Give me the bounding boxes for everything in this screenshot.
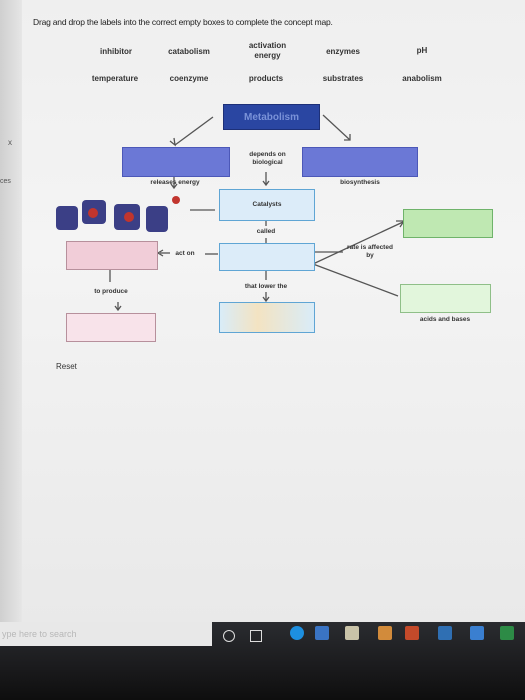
taskbar-search[interactable]: ype here to search [0, 622, 212, 646]
biosynthesis-text: biosynthesis [340, 179, 380, 186]
label-catabolism[interactable]: catabolism [168, 47, 210, 56]
rate-affected-text: rate is affected by [347, 244, 393, 259]
label-temperature[interactable]: temperature [91, 74, 139, 83]
left-strip-text-1: x [8, 138, 12, 147]
label-enzymes[interactable]: enzymes [326, 47, 360, 56]
drop-box-right-green-top[interactable] [403, 209, 493, 238]
to-produce-text: to produce [94, 288, 128, 295]
act-on-text: act on [175, 250, 195, 257]
file-explorer-icon[interactable] [345, 626, 359, 640]
task-view-icon[interactable] [250, 630, 262, 642]
cortana-icon[interactable] [223, 630, 235, 642]
taskbar: ype here to search [0, 622, 525, 700]
ie-icon[interactable] [315, 626, 329, 640]
left-strip-text-2: ces [0, 178, 11, 185]
enzyme-illustration [54, 190, 194, 238]
that-lower-text: that lower the [244, 283, 288, 290]
releases-energy-text: releases energy [150, 179, 200, 186]
catalysts-label: Catalysts [252, 201, 282, 208]
drop-box-left-top[interactable] [122, 147, 230, 177]
screen: x ces Drag and drop the labels into the … [0, 0, 525, 622]
metabolism-label: Metabolism [243, 111, 299, 123]
app-icon[interactable] [470, 626, 484, 640]
drop-box-left-pink-bottom[interactable] [66, 313, 156, 342]
metabolism-node: Metabolism [223, 104, 320, 130]
mail-icon[interactable] [438, 626, 452, 640]
store-icon[interactable] [378, 626, 392, 640]
label-ph[interactable]: pH [416, 46, 428, 55]
edge-browser-icon[interactable] [290, 626, 304, 640]
drop-box-center[interactable] [219, 243, 315, 271]
label-activation-energy[interactable]: activation energy [248, 41, 287, 60]
instructions: Drag and drop the labels into the correc… [33, 17, 333, 27]
label-anabolism[interactable]: anabolism [402, 74, 442, 83]
called-text: called [256, 228, 276, 235]
label-substrates[interactable]: substrates [322, 74, 364, 83]
excel-icon[interactable] [500, 626, 514, 640]
depends-on-text: depends on biological [249, 151, 286, 166]
drop-box-left-pink-top[interactable] [66, 241, 158, 270]
drop-box-center-bottom[interactable] [219, 302, 315, 333]
drop-box-right-top[interactable] [302, 147, 418, 177]
drop-box-right-green-bottom[interactable] [400, 284, 491, 313]
reset-button[interactable]: Reset [56, 362, 77, 371]
office-icon[interactable] [405, 626, 419, 640]
catalysts-node: Catalysts [219, 189, 315, 221]
label-products[interactable]: products [248, 74, 284, 83]
acids-bases-text: acids and bases [419, 316, 471, 323]
label-inhibitor[interactable]: inhibitor [100, 47, 132, 56]
label-coenzyme[interactable]: coenzyme [169, 74, 209, 83]
left-browser-strip: x ces [0, 0, 22, 622]
